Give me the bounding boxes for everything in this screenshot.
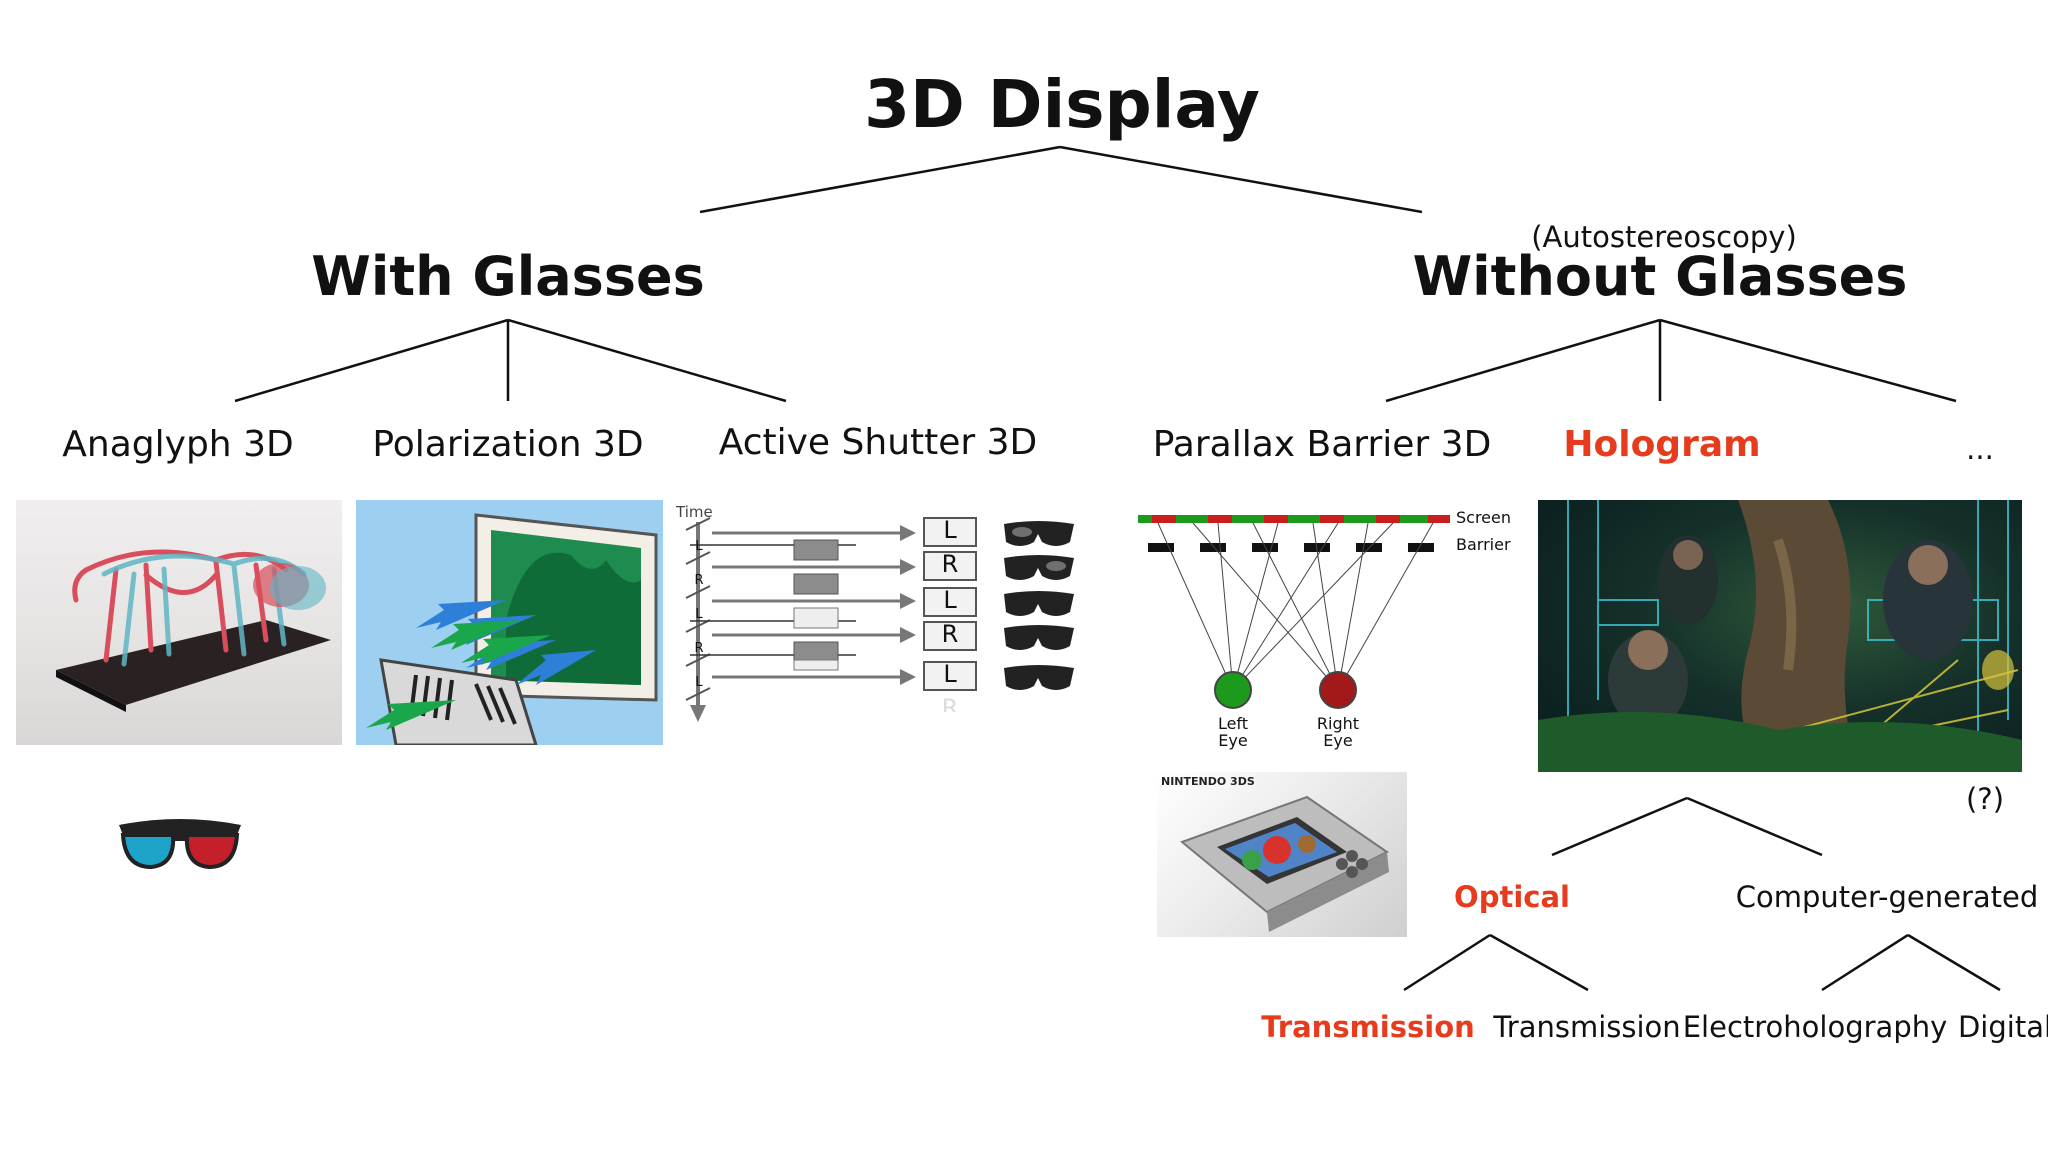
transmission-label: Transmission [1493,1010,1681,1044]
hologram-question: (?) [1965,782,2005,816]
electroholography-label: Electroholography [1682,1010,1948,1044]
optical-label: Optical [1454,880,1570,914]
without-glasses-heading: Without Glasses [1412,245,1908,308]
timeline-frame: L [695,675,703,690]
parallax-drawing [1138,515,1450,709]
timeline-frame: R [694,641,704,656]
screen-label: Screen [1456,508,1512,527]
right-eye-label: Right Eye [1316,714,1360,750]
more-ellipsis: ... [1966,432,1994,466]
hologram-scene [1538,500,2022,772]
frame-label: L [943,586,957,614]
frame-labels: L R L R L R [924,516,976,712]
timeline-frame: R [694,573,704,588]
transmission-highlight-label: Transmission [1261,1010,1475,1044]
shutter-timeline [685,517,1074,722]
with-glasses-heading: With Glasses [311,245,705,308]
frame-label: L [943,660,957,688]
page-title: 3D Display [864,66,1260,143]
anaglyph-label: Anaglyph 3D [62,424,294,465]
autostereoscopy-note: (Autostereoscopy) [1531,220,1797,254]
left-eye-label: Left Eye [1217,714,1249,750]
nintendo-3ds-photo: NINTENDO 3DS [1157,772,1407,937]
frame-label: L [943,516,957,544]
timeline-frame: L [695,539,703,554]
active-shutter-label: Active Shutter 3D [718,422,1038,463]
digital-label: Digital [1957,1010,2048,1044]
time-label: Time [676,503,713,521]
computer-generated-label: Computer-generated [1735,880,2039,914]
polarization-drawing [366,513,658,745]
barrier-label: Barrier [1456,535,1511,554]
polarization-label: Polarization 3D [372,424,644,465]
hologram-label: Hologram [1563,424,1761,465]
timeline-frame: L [695,607,703,622]
hologram-photo [1538,500,2022,772]
active-shutter-diagram: Time [676,500,1096,740]
parallax-barrier-diagram: Screen Barrier Left Eye Right Eye [1138,505,1518,760]
frame-label-faded: R [941,694,959,712]
device-brand: NINTENDO 3DS [1161,775,1255,788]
anaglyph-photo [16,500,342,745]
handheld-device-illustration [1180,795,1389,932]
frame-label: R [941,550,959,578]
skeleton-illustration [56,549,331,712]
polarization-illustration [356,500,663,745]
parallax-barrier-label: Parallax Barrier 3D [1152,424,1492,465]
anaglyph-glasses-icon [119,819,241,870]
frame-label: R [941,620,959,648]
timeline-frames: L R L R L [694,530,704,700]
